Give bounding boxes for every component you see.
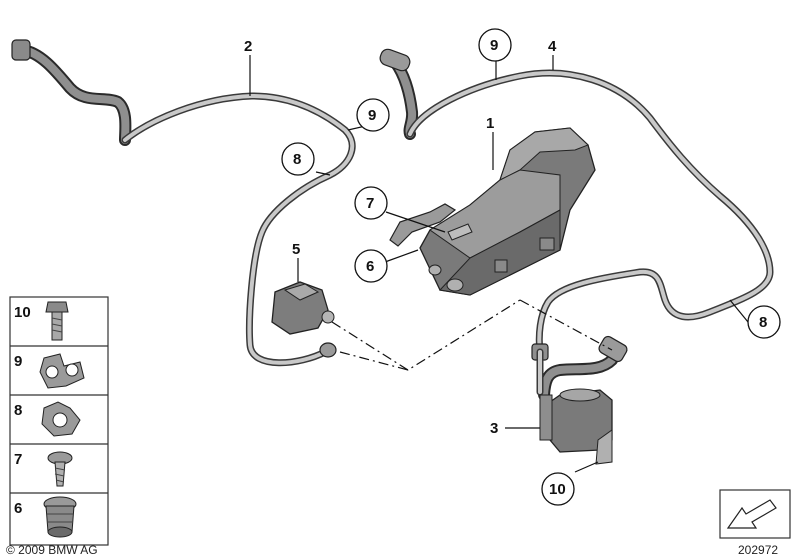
double-clip-icon bbox=[39, 353, 85, 389]
connection-lines bbox=[331, 299, 613, 371]
svg-text:6: 6 bbox=[366, 258, 374, 275]
svg-text:6: 6 bbox=[14, 500, 22, 517]
parts-legend: 10 9 8 7 bbox=[9, 296, 109, 546]
svg-text:8: 8 bbox=[759, 314, 767, 331]
callout-4: 4 bbox=[548, 38, 557, 55]
charcoal-canister-part-1 bbox=[419, 127, 596, 296]
svg-text:9: 9 bbox=[368, 107, 376, 124]
screw-icon bbox=[47, 451, 73, 487]
svg-text:7: 7 bbox=[366, 195, 374, 212]
svg-text:10: 10 bbox=[549, 481, 566, 498]
callout-9-top: 9 bbox=[478, 28, 512, 62]
purge-valve-part-5 bbox=[271, 281, 335, 335]
callout-7: 7 bbox=[354, 186, 388, 220]
callout-8-left: 8 bbox=[281, 142, 315, 176]
callout-9-mid: 9 bbox=[356, 98, 390, 132]
legend-row-8: 8 bbox=[14, 401, 81, 437]
legend-row-9: 9 bbox=[14, 353, 85, 389]
svg-text:10: 10 bbox=[14, 304, 31, 321]
svg-text:9: 9 bbox=[490, 37, 498, 54]
arrow-badge bbox=[719, 489, 791, 539]
callout-6: 6 bbox=[354, 249, 388, 283]
callout-1: 1 bbox=[486, 115, 494, 132]
svg-text:5: 5 bbox=[292, 241, 300, 258]
svg-text:8: 8 bbox=[293, 151, 301, 168]
legend-row-7: 7 bbox=[14, 451, 73, 487]
legend-row-6: 6 bbox=[14, 496, 77, 538]
callout-10: 10 bbox=[541, 472, 575, 506]
callout-2: 2 bbox=[244, 38, 252, 55]
single-clip-icon bbox=[41, 401, 81, 437]
svg-text:4: 4 bbox=[548, 38, 557, 55]
filter-part-3 bbox=[536, 335, 628, 465]
copyright-text: © 2009 BMW AG bbox=[6, 543, 98, 557]
svg-text:3: 3 bbox=[490, 420, 498, 437]
svg-text:1: 1 bbox=[486, 115, 494, 132]
svg-text:2: 2 bbox=[244, 38, 252, 55]
svg-text:8: 8 bbox=[14, 402, 22, 419]
callout-8-right: 8 bbox=[747, 305, 781, 339]
arrow-icon bbox=[726, 499, 777, 529]
callout-3: 3 bbox=[490, 420, 498, 437]
svg-text:7: 7 bbox=[14, 451, 22, 468]
svg-text:9: 9 bbox=[14, 353, 22, 370]
leader-lines bbox=[249, 55, 749, 473]
diagram-id: 202972 bbox=[738, 543, 778, 557]
bolt-icon bbox=[45, 301, 69, 341]
legend-row-10: 10 bbox=[14, 301, 69, 341]
grommet-icon bbox=[43, 496, 77, 538]
callout-5: 5 bbox=[292, 241, 300, 258]
hose-4 bbox=[379, 48, 774, 361]
